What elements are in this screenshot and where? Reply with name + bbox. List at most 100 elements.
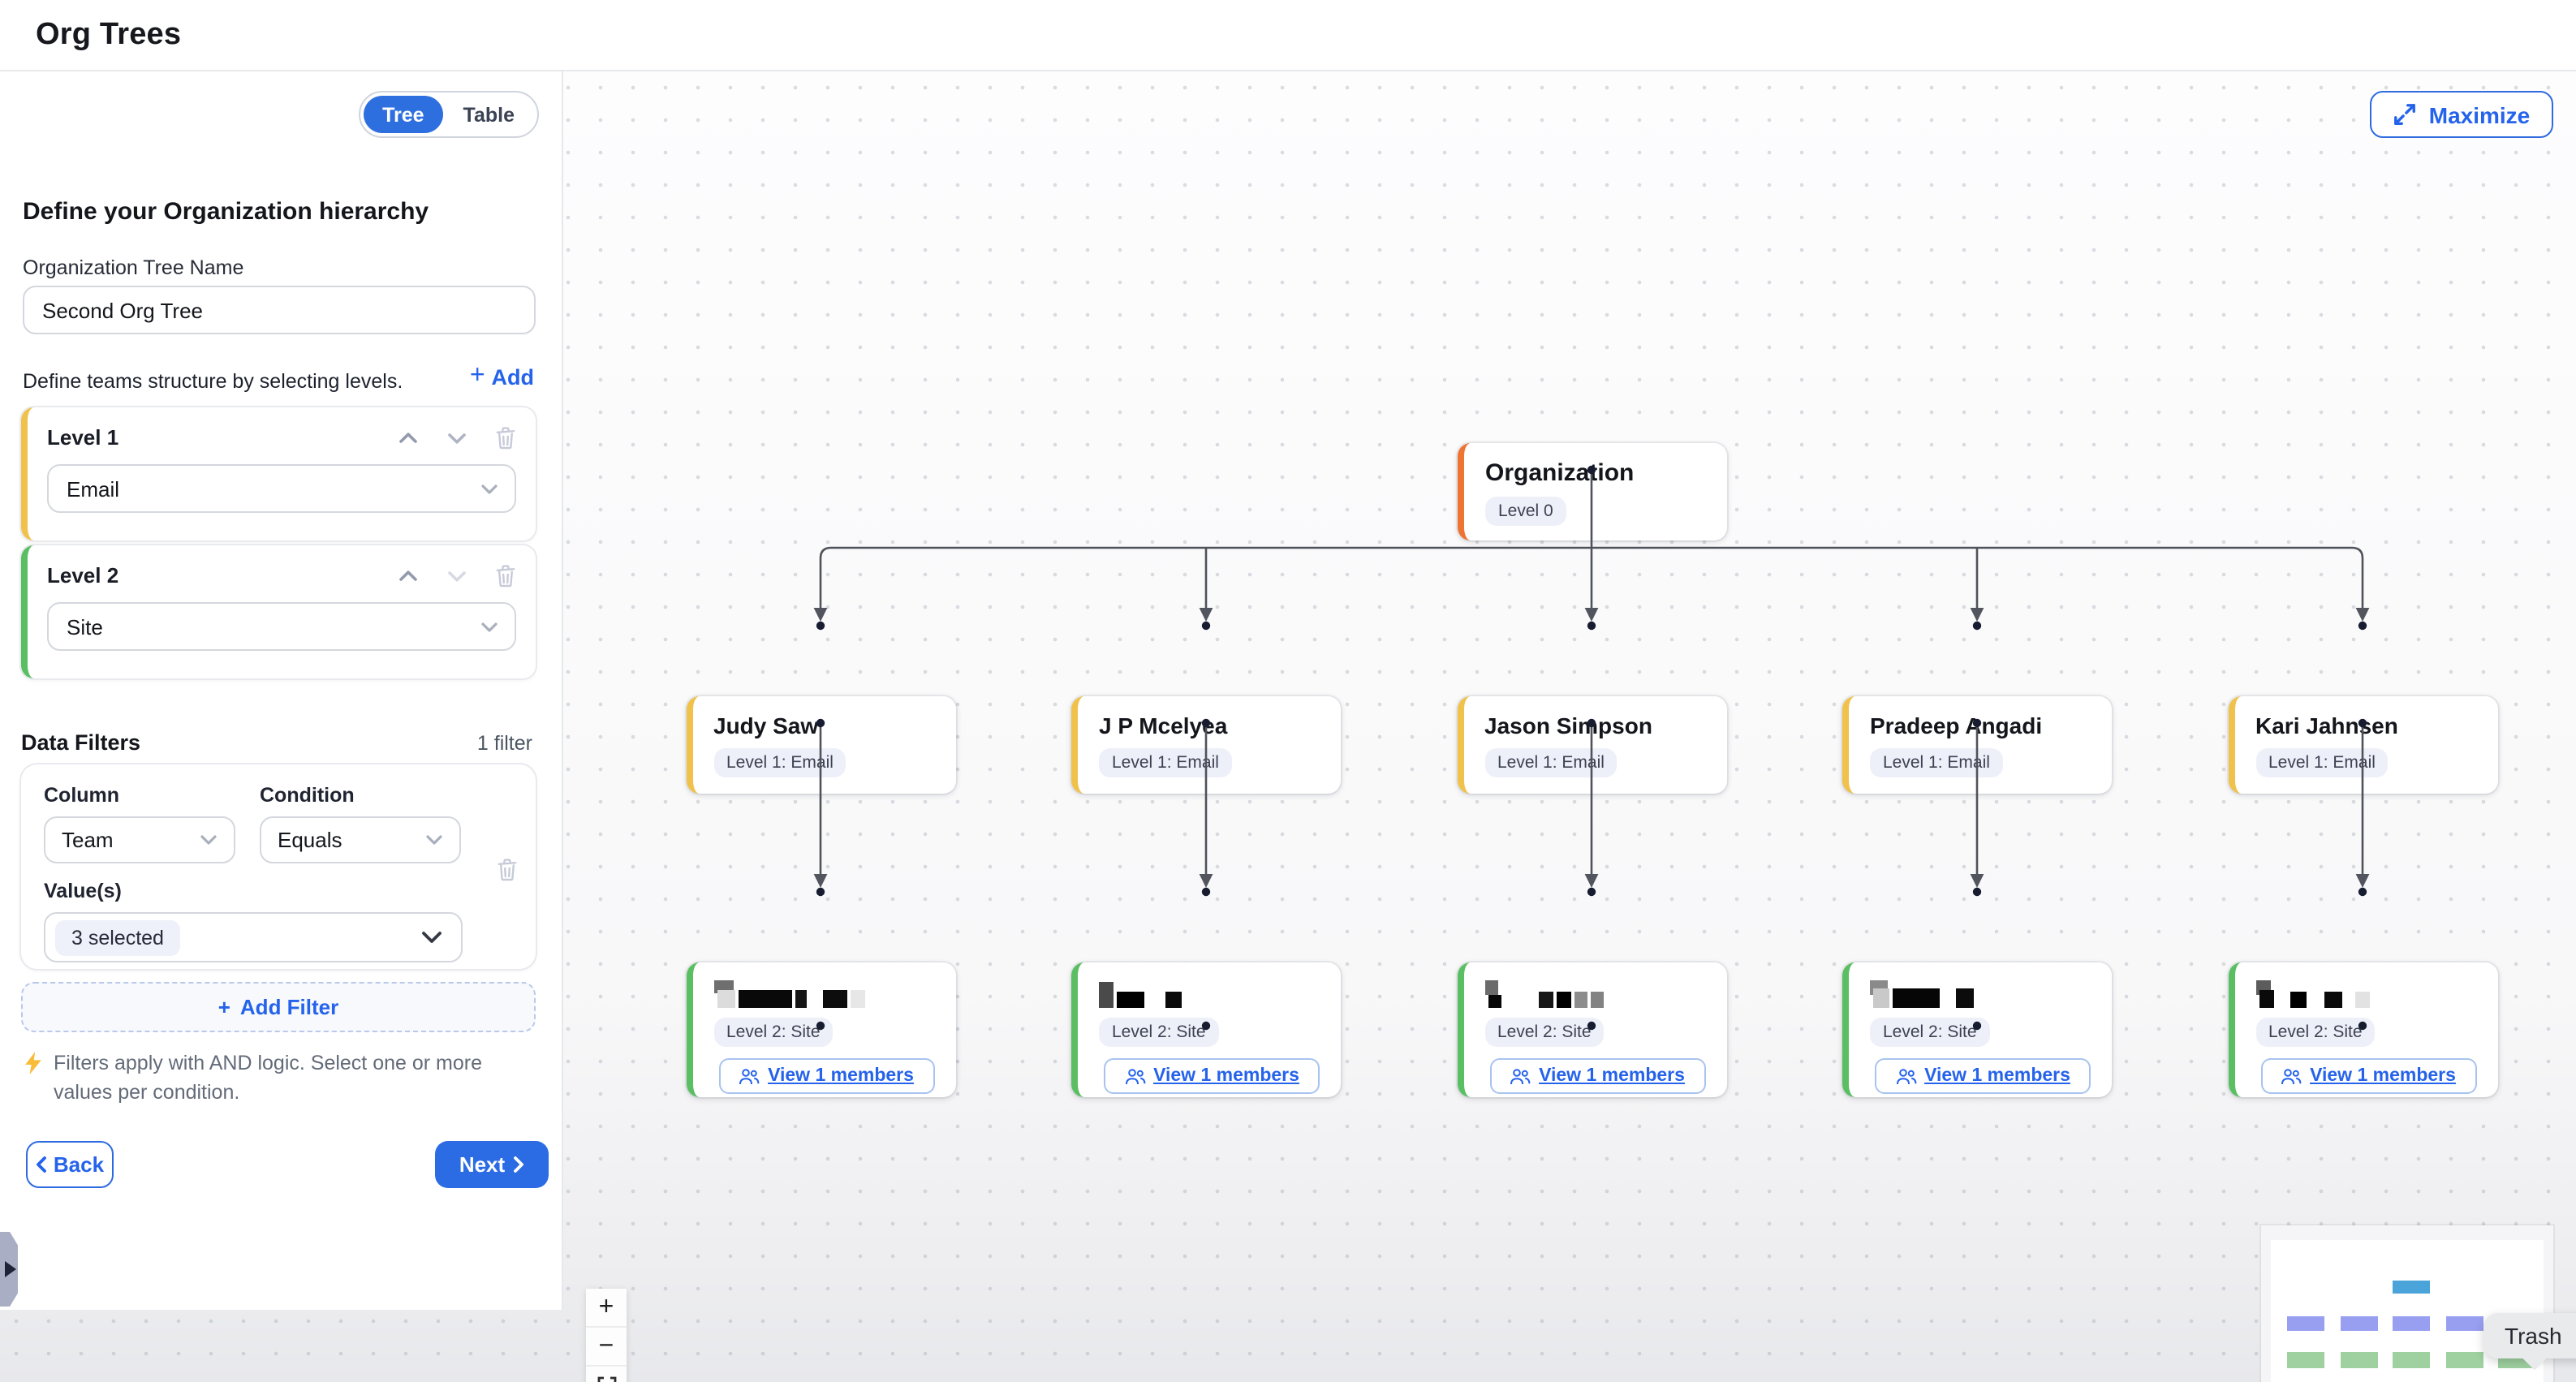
level-badge: Level 2: Site bbox=[2255, 1018, 2376, 1048]
view-members-label: View 1 members bbox=[2310, 1066, 2456, 1087]
redacted-name bbox=[1099, 980, 1325, 1008]
node-title: Kari Jahnsen bbox=[2255, 713, 2398, 738]
view-members-button[interactable]: View 1 members bbox=[1104, 1058, 1320, 1095]
back-button[interactable]: Back bbox=[26, 1141, 114, 1188]
plus-icon: + bbox=[469, 362, 485, 390]
move-down-icon[interactable] bbox=[446, 431, 467, 444]
plus-icon: + bbox=[598, 1293, 614, 1320]
level-badge: Level 1: Email bbox=[1870, 748, 2003, 778]
move-up-icon[interactable] bbox=[398, 431, 419, 444]
level-field-value: Email bbox=[67, 476, 120, 501]
add-filter-button[interactable]: + Add Filter bbox=[21, 982, 536, 1032]
next-label: Next bbox=[459, 1152, 506, 1177]
minimap-viewport bbox=[2271, 1240, 2544, 1382]
view-members-button[interactable]: View 1 members bbox=[1875, 1058, 2091, 1095]
users-icon bbox=[1510, 1068, 1531, 1084]
users-icon bbox=[1125, 1068, 1145, 1084]
org-node-level1[interactable]: Pradeep Angadi Level 1: Email bbox=[1842, 696, 2112, 794]
minimap-node-bar bbox=[2393, 1316, 2430, 1331]
minimap-node-bar bbox=[2341, 1316, 2378, 1331]
move-down-icon[interactable] bbox=[446, 569, 467, 582]
trash-tooltip-label: Trash bbox=[2505, 1323, 2562, 1349]
org-node-level2[interactable]: Level 2: Site View 1 members bbox=[1071, 962, 1341, 1097]
sidebar-heading: Define your Organization hierarchy bbox=[23, 198, 429, 226]
level-badge: Level 1: Email bbox=[2255, 748, 2389, 778]
view-members-label: View 1 members bbox=[768, 1066, 914, 1087]
minimap-root-bar bbox=[2393, 1281, 2430, 1294]
level-field-select[interactable]: Site bbox=[47, 602, 516, 651]
move-up-icon[interactable] bbox=[398, 569, 419, 582]
node-title: Jason Simpson bbox=[1484, 713, 1652, 738]
users-icon bbox=[739, 1068, 760, 1084]
chevron-down-icon bbox=[422, 932, 442, 943]
trash-icon[interactable] bbox=[495, 564, 516, 587]
condition-label: Condition bbox=[260, 784, 355, 807]
org-node-root[interactable]: Organization Level 0 bbox=[1458, 443, 1727, 540]
view-members-button[interactable]: View 1 members bbox=[1489, 1058, 1705, 1095]
data-filters-title: Data Filters bbox=[21, 730, 141, 755]
node-title: Organization bbox=[1485, 459, 1635, 487]
expand-icon bbox=[2394, 104, 2416, 125]
view-members-button[interactable]: View 1 members bbox=[2260, 1058, 2476, 1095]
toggle-table[interactable]: Table bbox=[463, 103, 515, 126]
node-title: Pradeep Angadi bbox=[1870, 713, 2043, 738]
chevron-left-icon bbox=[37, 1156, 46, 1173]
zoom-controls: + − bbox=[586, 1289, 627, 1382]
next-button[interactable]: Next bbox=[435, 1141, 549, 1188]
org-node-level2[interactable]: Level 2: Site View 1 members bbox=[686, 962, 955, 1097]
org-node-level1[interactable]: Judy Saw Level 1: Email bbox=[686, 696, 955, 794]
add-level-label: Add bbox=[491, 364, 535, 389]
level-field-select[interactable]: Email bbox=[47, 464, 516, 513]
org-node-level2[interactable]: Level 2: Site View 1 members bbox=[2228, 962, 2497, 1097]
org-node-level1[interactable]: Kari Jahnsen Level 1: Email bbox=[2228, 696, 2497, 794]
toggle-tree[interactable]: Tree bbox=[363, 96, 444, 133]
filters-note: Filters apply with AND logic. Select one… bbox=[24, 1050, 495, 1107]
filter-count: 1 filter bbox=[476, 732, 532, 755]
values-multiselect[interactable]: 3 selected bbox=[44, 912, 463, 962]
minimap-node-bar bbox=[2446, 1316, 2483, 1331]
column-label: Column bbox=[44, 784, 120, 807]
fit-view-button[interactable] bbox=[586, 1367, 627, 1382]
chevron-down-icon bbox=[481, 622, 498, 631]
filter-card: Column Team Condition Equals Value(s) bbox=[21, 764, 536, 969]
users-icon bbox=[2281, 1068, 2302, 1084]
selected-count-chip: 3 selected bbox=[55, 919, 180, 955]
page-title: Org Trees bbox=[36, 18, 182, 52]
maximize-button[interactable]: Maximize bbox=[2370, 91, 2553, 138]
minimap-node-bar bbox=[2341, 1352, 2378, 1368]
zoom-in-button[interactable]: + bbox=[586, 1289, 627, 1328]
level-badge: Level 2: Site bbox=[1870, 1018, 1990, 1048]
org-node-level1[interactable]: Jason Simpson Level 1: Email bbox=[1457, 696, 1726, 794]
chevron-down-icon bbox=[200, 835, 217, 845]
view-members-button[interactable]: View 1 members bbox=[718, 1058, 934, 1095]
page-header: Org Trees bbox=[0, 0, 2576, 71]
add-filter-label: Add Filter bbox=[239, 995, 339, 1019]
org-node-level2[interactable]: Level 2: Site View 1 members bbox=[1457, 962, 1726, 1097]
chevron-down-icon bbox=[481, 484, 498, 493]
minimap-node-bar bbox=[2393, 1352, 2430, 1368]
values-label: Value(s) bbox=[44, 880, 122, 902]
minimap[interactable] bbox=[2261, 1225, 2553, 1382]
trash-icon[interactable] bbox=[495, 426, 516, 449]
level-badge: Level 2: Site bbox=[713, 1018, 834, 1048]
node-title: J P Mcelyea bbox=[1099, 713, 1228, 738]
org-node-level2[interactable]: Level 2: Site View 1 members bbox=[1842, 962, 2112, 1097]
level-card-2: Level 2 Site bbox=[21, 545, 536, 678]
add-level-button[interactable]: + Add bbox=[469, 362, 535, 390]
tree-name-input[interactable] bbox=[23, 286, 536, 334]
level-badge: Level 0 bbox=[1485, 497, 1566, 527]
column-select[interactable]: Team bbox=[44, 816, 235, 863]
minimap-node-bar bbox=[2287, 1352, 2324, 1368]
trash-icon[interactable] bbox=[497, 859, 518, 881]
sidebar-collapse-handle[interactable] bbox=[0, 1232, 18, 1307]
config-sidebar: Tree Table Define your Organization hier… bbox=[0, 71, 563, 1310]
condition-select[interactable]: Equals bbox=[260, 816, 461, 863]
minus-icon: − bbox=[598, 1332, 614, 1359]
chevron-right-icon bbox=[514, 1156, 524, 1173]
org-node-level1[interactable]: J P Mcelyea Level 1: Email bbox=[1071, 696, 1341, 794]
level-badge: Level 1: Email bbox=[1484, 748, 1618, 778]
level-title: Level 1 bbox=[47, 425, 119, 450]
level-badge: Level 2: Site bbox=[1099, 1018, 1219, 1048]
zoom-out-button[interactable]: − bbox=[586, 1328, 627, 1367]
